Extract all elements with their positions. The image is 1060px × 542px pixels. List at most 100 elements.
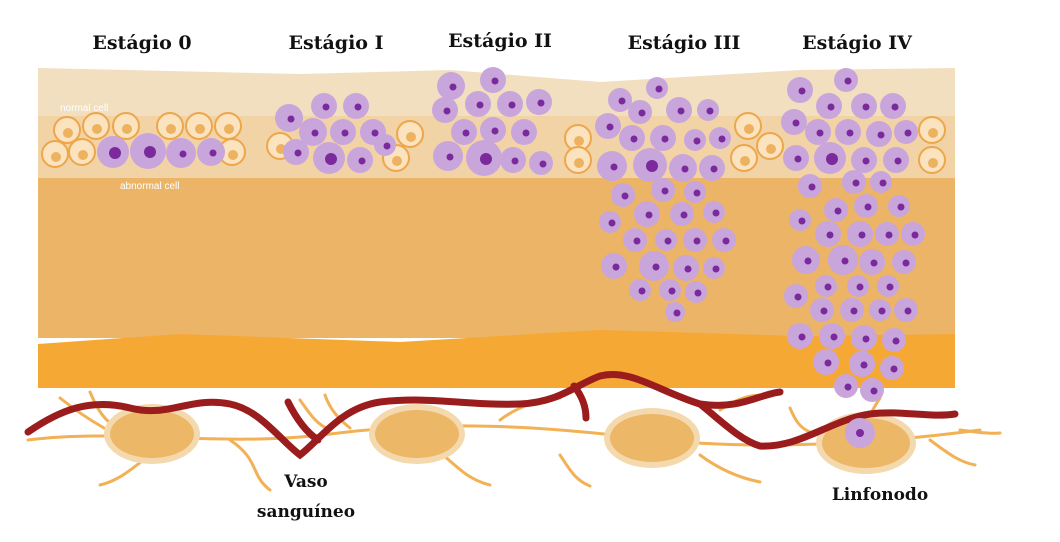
tumor-cell (787, 323, 813, 349)
lymph-nodes (104, 404, 916, 474)
tumor-cell (815, 275, 837, 297)
tumor-cell (860, 378, 884, 402)
blood-vessel-caption-line1: Vaso (283, 472, 328, 492)
lymph-node-caption: Linfonodo (832, 485, 928, 505)
tumor-cell (651, 178, 675, 202)
surface-layer (38, 68, 955, 118)
tumor-cell (673, 255, 699, 281)
normal-cell-label: normal cell (60, 103, 108, 114)
tumor-cell (810, 298, 834, 322)
normal-cell (756, 132, 784, 160)
tumor-cell (629, 279, 651, 301)
tumor-cell (781, 109, 807, 135)
tumor-cell (835, 119, 861, 145)
tumor-cell (623, 228, 647, 252)
tumor-cell (347, 147, 373, 173)
tumor-cell (877, 275, 899, 297)
tumor-cell (619, 125, 645, 151)
tumor-cell (685, 281, 707, 303)
tumor-cell (659, 279, 681, 301)
tumor-cell (130, 133, 166, 169)
metastatic-cell (845, 418, 875, 448)
tumor-cell (783, 145, 809, 171)
tumor-cell (634, 201, 660, 227)
normal-cell (730, 144, 758, 172)
tumor-cell (601, 253, 627, 279)
tumor-cell (854, 194, 878, 218)
tumor-cell (815, 221, 841, 247)
tumor-cell (670, 202, 694, 226)
deep-layer (38, 330, 955, 388)
tumor-cell (608, 88, 632, 112)
stage-4-title: Estágio IV (802, 32, 913, 54)
tumor-cell (703, 257, 725, 279)
normal-cell (41, 140, 69, 168)
tumor-cell (859, 249, 885, 275)
tumor-cell (816, 93, 842, 119)
tumor-cell (639, 251, 669, 281)
tumor-cell (834, 68, 858, 92)
tumor-cell (595, 113, 621, 139)
tumor-cell (888, 195, 910, 217)
stage-0-title: Estágio 0 (92, 32, 191, 54)
tumor-cell (789, 209, 811, 231)
tumor-cell (628, 100, 652, 124)
tumor-cell (851, 93, 877, 119)
tumor-cell (894, 298, 918, 322)
tumor-cell (840, 298, 864, 322)
blood-vessel-caption-line2: sanguíneo (257, 502, 355, 522)
tumor-cell (330, 119, 356, 145)
tumor-cell (466, 140, 502, 176)
tumor-cell (892, 250, 916, 274)
tumor-cell (451, 119, 477, 145)
normal-cell (185, 112, 213, 140)
tumor-cell (684, 181, 706, 203)
tumor-cell (311, 93, 337, 119)
tumor-cell (813, 349, 839, 375)
tumor-cell (894, 120, 918, 144)
tumor-cell (883, 147, 909, 173)
tumor-cell (847, 221, 873, 247)
tumor-cell (166, 138, 196, 168)
tumor-cell (869, 299, 891, 321)
tumor-cell (299, 118, 327, 146)
tumor-cell (851, 325, 877, 351)
tumor-cell (465, 91, 491, 117)
tumor-cell (650, 125, 676, 151)
tumor-cell (497, 91, 523, 117)
tumor-cell (655, 229, 677, 251)
tumor-cell (275, 104, 303, 132)
stage-2-title: Estágio II (448, 30, 552, 52)
lymph-node (369, 404, 465, 464)
normal-cell (68, 138, 96, 166)
lymph-node (604, 408, 700, 468)
tumor-cell (197, 138, 225, 166)
tumor-cell (697, 99, 719, 121)
normal-cell (214, 112, 242, 140)
abnormal-cell-label: abnormal cell (120, 181, 179, 192)
normal-cell (396, 120, 424, 148)
stage-titles: Estágio 0 Estágio I Estágio II Estágio I… (92, 30, 913, 54)
tumor-cell (798, 174, 822, 198)
normal-cell (112, 112, 140, 140)
tumor-cell (824, 198, 848, 222)
tumor-cell (784, 284, 808, 308)
tumor-cell (866, 121, 892, 147)
normal-cell (156, 112, 184, 140)
normal-cell (53, 116, 81, 144)
tumor-cell (611, 183, 635, 207)
tumor-cell (901, 222, 925, 246)
tumor-cell (699, 155, 725, 181)
tumor-cell (684, 129, 706, 151)
tumor-cell (828, 245, 858, 275)
tumor-cell (842, 170, 866, 194)
tumor-cells (97, 67, 925, 402)
tumor-cell (480, 117, 506, 143)
tumor-cell (343, 93, 369, 119)
tumor-cell (851, 147, 877, 173)
tumor-cell (870, 171, 892, 193)
tumor-cell (792, 246, 820, 274)
tumor-cell (597, 151, 627, 181)
tumor-cell (819, 323, 845, 349)
